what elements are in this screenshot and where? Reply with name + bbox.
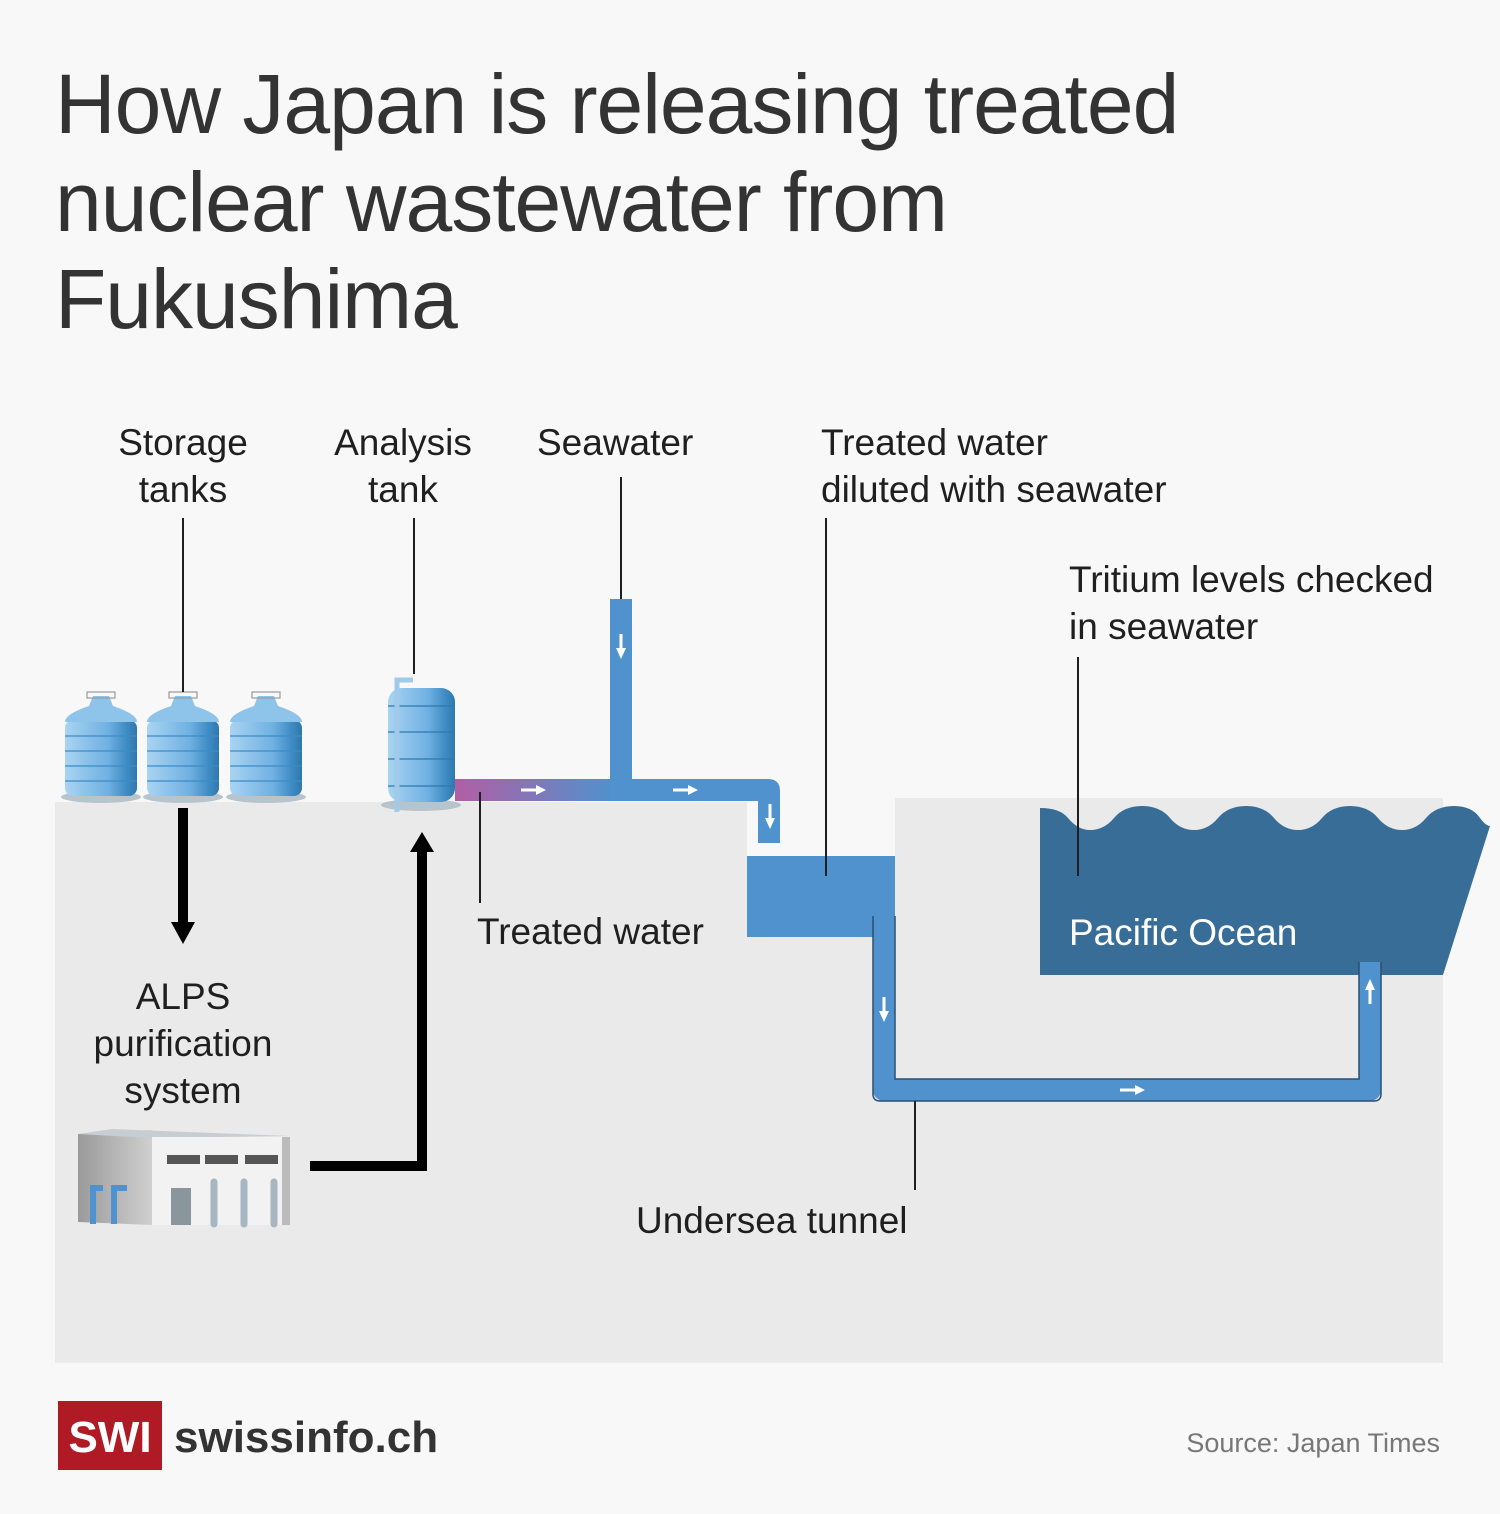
pacific-ocean <box>1040 806 1490 975</box>
label-tritium-2: in seawater <box>1069 606 1258 647</box>
logo-text: swissinfo.ch <box>174 1413 438 1462</box>
swissinfo-logo: SWI swissinfo.ch <box>58 1401 438 1470</box>
label-tritium-1: Tritium levels checked <box>1069 559 1434 600</box>
alps-building-icon <box>78 1129 290 1228</box>
label-analysis-tank-2: tank <box>368 469 438 510</box>
arrow-right-icon <box>521 785 546 795</box>
label-alps-1: ALPS <box>136 976 231 1017</box>
dilution-basin <box>747 856 895 937</box>
arrow-down-icon <box>171 922 195 944</box>
storage-tanks <box>60 691 307 804</box>
arrow-down-icon <box>616 634 626 659</box>
label-pacific-ocean: Pacific Ocean <box>1069 912 1297 953</box>
label-analysis-tank-1: Analysis <box>334 422 472 463</box>
label-alps-3: system <box>124 1070 241 1111</box>
process-arrows <box>171 808 434 1171</box>
tunnel-outline-outer <box>872 916 1382 1102</box>
title-line-2: nuclear wastewater from <box>55 155 947 249</box>
label-alps-2: purification <box>94 1023 273 1064</box>
source-note: Source: Japan Times <box>1186 1428 1440 1458</box>
label-seawater: Seawater <box>537 422 693 463</box>
label-diluted-2: diluted with seawater <box>821 469 1167 510</box>
label-diluted-1: Treated water <box>821 422 1048 463</box>
arrow-up-icon <box>410 832 434 852</box>
label-treated-water: Treated water <box>477 911 704 952</box>
tunnel-outline-inner <box>894 916 1360 1080</box>
logo-mark: SWI <box>68 1413 151 1462</box>
leader-lines <box>182 477 1079 1190</box>
arrow-right-icon <box>673 785 698 795</box>
mixed-pipe <box>614 779 780 843</box>
title-line-1: How Japan is releasing treated <box>55 57 1178 151</box>
flow-arrows <box>521 634 1375 1095</box>
seawater-pipe <box>610 599 632 801</box>
analysis-tank-icon <box>381 677 461 812</box>
storage-tank-icon <box>60 691 142 804</box>
arrow-down-icon <box>879 997 889 1022</box>
arrow-down-icon <box>765 804 775 829</box>
storage-tank-icon <box>142 691 224 804</box>
label-undersea-tunnel: Undersea tunnel <box>636 1200 908 1241</box>
label-storage-tanks-2: tanks <box>139 469 227 510</box>
arrow-right-icon <box>1120 1085 1145 1095</box>
arrow-up-icon <box>1365 979 1375 1004</box>
storage-tank-icon <box>225 691 307 804</box>
title-line-3: Fukushima <box>55 252 458 346</box>
label-storage-tanks-1: Storage <box>118 422 248 463</box>
